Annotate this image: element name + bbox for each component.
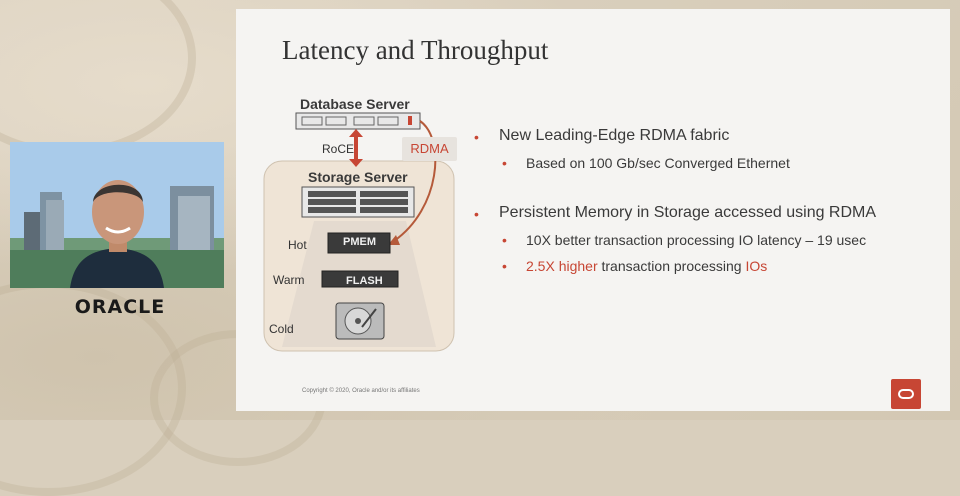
flash-module — [321, 270, 399, 288]
bullet-2-sub-2-text: 2.5X higher transaction processing IOs — [526, 258, 767, 274]
bullet-dot: • — [474, 206, 479, 222]
rdma-label: RDMA — [402, 137, 457, 161]
bullet-dot: • — [502, 232, 507, 248]
roce-arrow — [349, 129, 363, 167]
presenter-image — [10, 142, 224, 288]
tier-cold-label: Cold — [269, 322, 294, 336]
architecture-diagram — [263, 112, 455, 352]
bullet-1-sub-1-text: Based on 100 Gb/sec Converged Ethernet — [526, 155, 790, 171]
bullet-dot: • — [502, 155, 507, 171]
rdma-curve-arrow — [393, 120, 437, 242]
storage-server-icon — [301, 186, 415, 218]
roce-label: RoCE — [322, 142, 355, 156]
pmem-label: PMEM — [343, 236, 376, 248]
tier-hot-label: Hot — [288, 238, 307, 252]
flash-label: FLASH — [346, 275, 383, 287]
copyright-text: Copyright © 2020, Oracle and/or its affi… — [302, 388, 420, 394]
bullet-1-text: New Leading-Edge RDMA fabric — [499, 127, 730, 144]
bullet-2-sub-1-text: 10X better transaction processing IO lat… — [526, 232, 867, 248]
highlight-middle: transaction processing — [597, 258, 746, 274]
highlight-2-5x: 2.5X higher — [526, 258, 598, 274]
bullet-dot: • — [474, 129, 479, 145]
presenter-video — [10, 142, 224, 288]
database-server-label: Database Server — [300, 96, 410, 112]
rdma-arrowhead — [388, 235, 400, 245]
storage-server-label: Storage Server — [308, 169, 408, 185]
bullet-2-text: Persistent Memory in Storage accessed us… — [499, 204, 877, 221]
highlight-ios: IOs — [745, 258, 768, 274]
hard-disk-icon — [335, 302, 385, 340]
database-server-icon — [295, 112, 421, 130]
slide-title: Latency and Throughput — [282, 35, 549, 65]
slide: Latency and Throughput — [236, 9, 950, 411]
tier-warm-label: Warm — [273, 273, 305, 287]
bullet-dot: • — [502, 258, 507, 274]
pmem-module — [327, 232, 391, 254]
oracle-corner-logo — [891, 379, 921, 409]
oracle-logo: ORACLE — [74, 296, 166, 318]
